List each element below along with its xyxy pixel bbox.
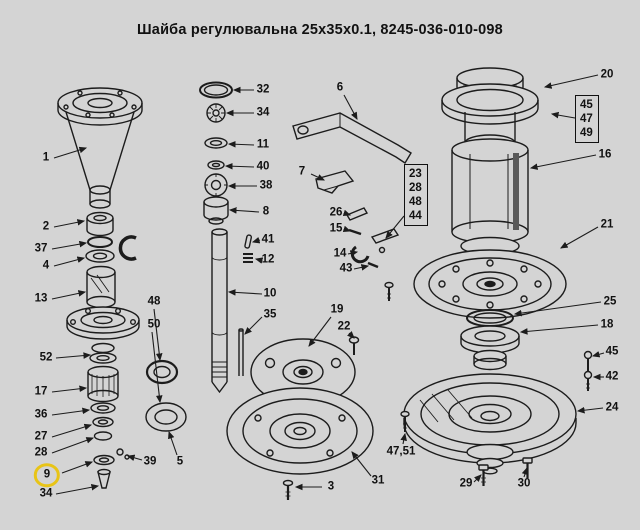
page-title: Шайба регулювальна 25х35х0.1, 8245-036-0… xyxy=(137,22,503,38)
left-assembly-drawing xyxy=(57,87,187,489)
center-parts-stack-drawing xyxy=(199,81,253,394)
lever-drawing xyxy=(292,112,412,194)
pulley-discs-drawing xyxy=(226,336,374,500)
callout-leader-lines xyxy=(51,74,605,495)
small-parts-cluster-drawing xyxy=(345,207,400,301)
right-assembly-drawing xyxy=(403,67,577,475)
fastener-drawings xyxy=(400,350,593,486)
